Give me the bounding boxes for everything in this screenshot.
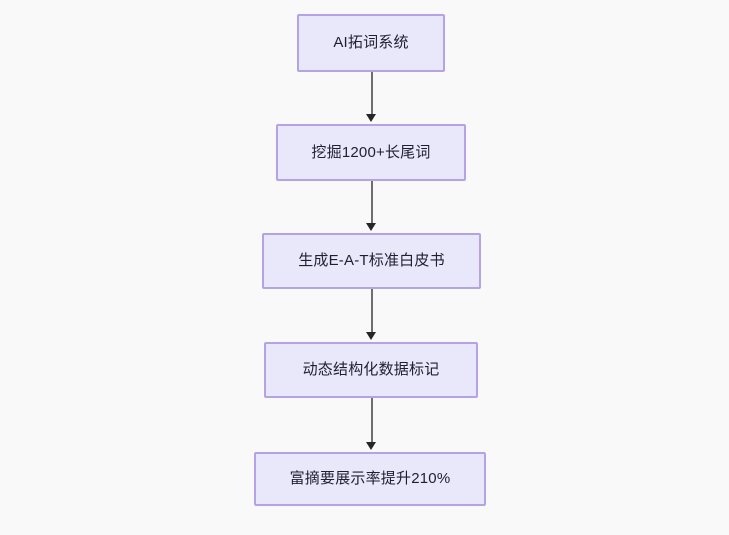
flow-node-label: 动态结构化数据标记 <box>302 361 440 378</box>
flow-node-4[interactable]: 动态结构化数据标记 <box>264 342 478 398</box>
flow-node-1[interactable]: AI拓词系统 <box>297 14 445 72</box>
flow-edge-1 <box>371 72 373 116</box>
arrow-head-icon <box>366 223 376 231</box>
flow-edge-3 <box>371 289 373 334</box>
arrow-head-icon <box>366 332 376 340</box>
flow-node-5[interactable]: 富摘要展示率提升210% <box>254 452 486 506</box>
arrow-head-icon <box>366 114 376 122</box>
flow-node-label: 生成E-A-T标准白皮书 <box>298 252 445 269</box>
flow-node-label: 挖掘1200+长尾词 <box>311 143 431 161</box>
flow-node-label: 富摘要展示率提升210% <box>289 470 451 487</box>
flow-node-label: AI拓词系统 <box>333 34 409 51</box>
flow-edge-2 <box>371 181 373 225</box>
flow-node-3[interactable]: 生成E-A-T标准白皮书 <box>262 233 481 289</box>
flow-edge-4 <box>371 398 373 444</box>
arrow-head-icon <box>366 442 376 450</box>
flow-node-2[interactable]: 挖掘1200+长尾词 <box>276 124 466 181</box>
